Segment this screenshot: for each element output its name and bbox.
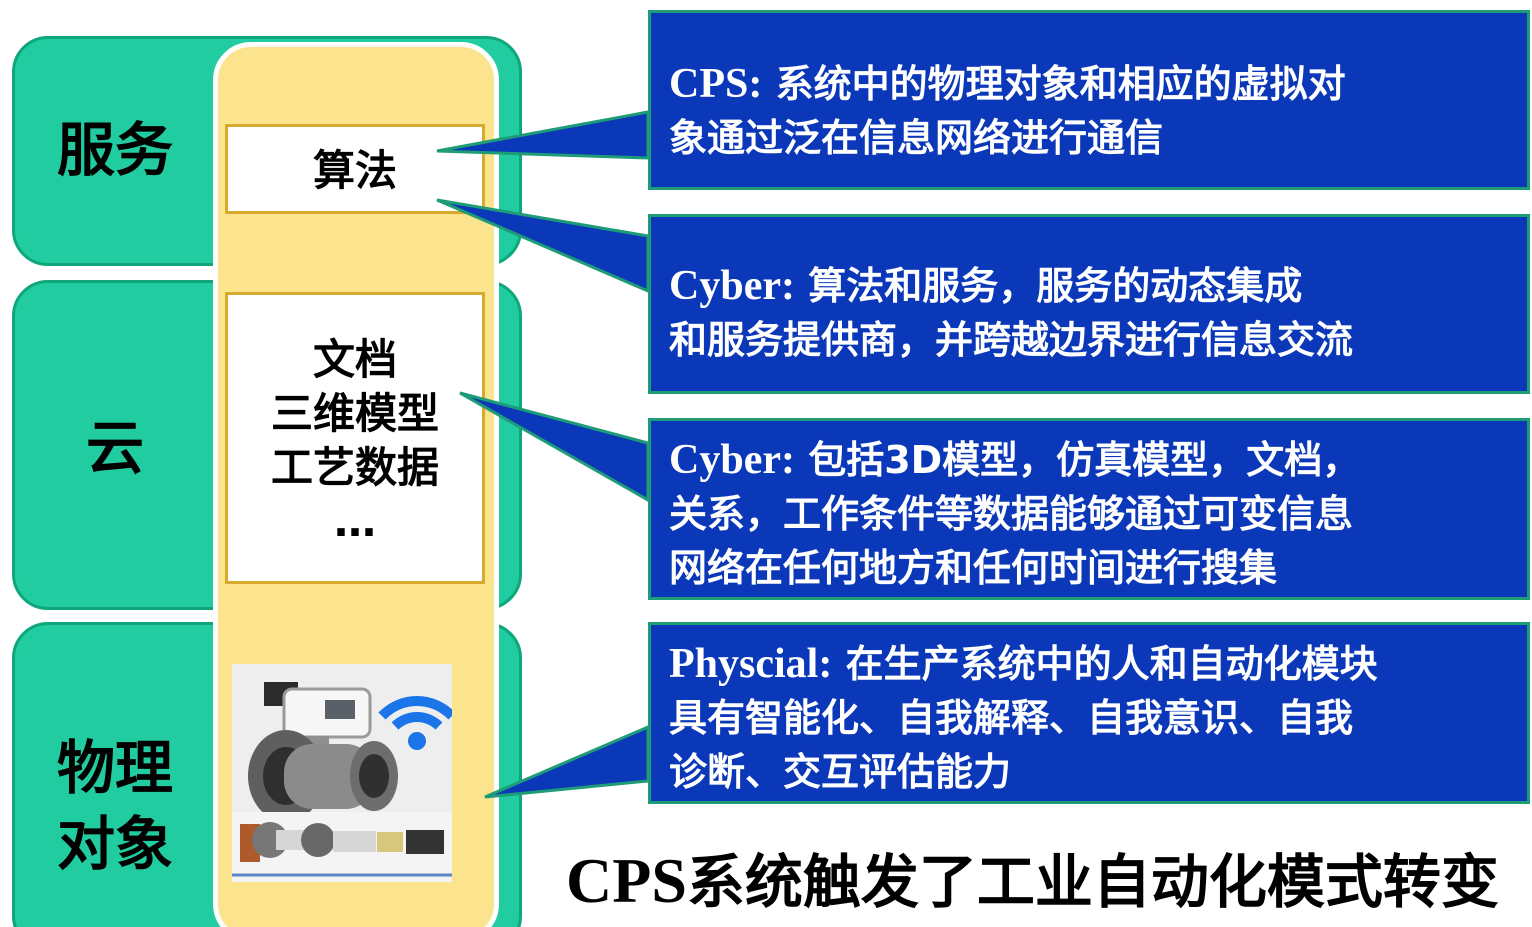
physical-info-line-3: 诊断、交互评估能力 xyxy=(669,750,1012,794)
cloud-layer-label: 云 xyxy=(85,414,144,482)
cloud-callout-pointer xyxy=(459,391,650,503)
cloud-item-documents: 文档 xyxy=(312,335,397,384)
algorithm-box: 算法 xyxy=(225,124,485,214)
physical-info-box: Physcial: 在生产系统中的人和自动化模块 具有智能化、自我解释、自我意识… xyxy=(648,622,1530,804)
physical-layer-label: 物理 对象 xyxy=(20,730,210,882)
cyber-data-info-line-3: 网络在任何地方和任何时间进行搜集 xyxy=(669,546,1278,590)
flowmeter-device-icon xyxy=(232,664,452,882)
physical-layer-label-line-1: 物理 xyxy=(56,734,173,802)
cyber-service-info-line-1: Cyber: 算法和服务，服务的动态集成 xyxy=(669,259,1517,313)
cyber-data-info-line-2: 关系，工作条件等数据能够通过可变信息 xyxy=(669,492,1354,536)
cyber-data-info-line-1: Cyber: 包括3D模型，仿真模型，文档， xyxy=(669,433,1517,487)
physical-info-line-1: Physcial: 在生产系统中的人和自动化模块 xyxy=(669,637,1517,691)
cps-info-box: CPS: 系统中的物理对象和相应的虚拟对 象通过泛在信息网络进行通信 xyxy=(648,10,1530,190)
caption-prefix: CPS xyxy=(566,845,687,916)
service-callout-pointer xyxy=(436,198,650,294)
cps-info-line-1: CPS: 系统中的物理对象和相应的虚拟对 xyxy=(669,57,1517,111)
cyber-data-info-text-1: 包括3D模型，仿真模型，文档， xyxy=(808,438,1361,482)
cloud-item-3d-model: 三维模型 xyxy=(270,389,439,438)
service-layer-label: 服务 xyxy=(56,116,173,184)
cloud-data-box: 文档 三维模型 工艺数据 … xyxy=(225,292,485,584)
physical-info-text-1: 在生产系统中的人和自动化模块 xyxy=(845,642,1378,686)
physical-info-line-2: 具有智能化、自我解释、自我意识、自我 xyxy=(669,696,1354,740)
caption-text: 系统触发了工业自动化模式转变 xyxy=(686,848,1499,916)
cps-info-line-2: 象通过泛在信息网络进行通信 xyxy=(669,116,1164,160)
cyber-service-info-text-1: 算法和服务，服务的动态集成 xyxy=(808,264,1303,308)
cyber-service-info-line-2: 和服务提供商，并跨越边界进行信息交流 xyxy=(669,318,1354,362)
cyber-data-info-box: Cyber: 包括3D模型，仿真模型，文档， 关系，工作条件等数据能够通过可变信… xyxy=(648,418,1530,600)
cps-info-text-1: 系统中的物理对象和相应的虚拟对 xyxy=(775,62,1346,106)
physical-layer-label-line-2: 对象 xyxy=(56,810,173,878)
algorithm-callout-pointer xyxy=(436,110,650,160)
cyber-service-info-box: Cyber: 算法和服务，服务的动态集成 和服务提供商，并跨越边界进行信息交流 xyxy=(648,214,1530,394)
cps-transformation-caption: CPS系统触发了工业自动化模式转变 xyxy=(566,842,1532,922)
physical-device-image xyxy=(232,664,452,882)
cps-info-prefix: CPS: xyxy=(669,61,763,107)
cloud-item-process-data: 工艺数据 xyxy=(270,443,439,492)
cloud-item-more: … xyxy=(334,497,376,546)
cyber-data-info-prefix: Cyber: xyxy=(669,437,795,483)
physical-info-prefix: Physcial: xyxy=(669,641,833,687)
physical-callout-pointer xyxy=(484,724,650,799)
cyber-service-info-prefix: Cyber: xyxy=(669,263,795,309)
